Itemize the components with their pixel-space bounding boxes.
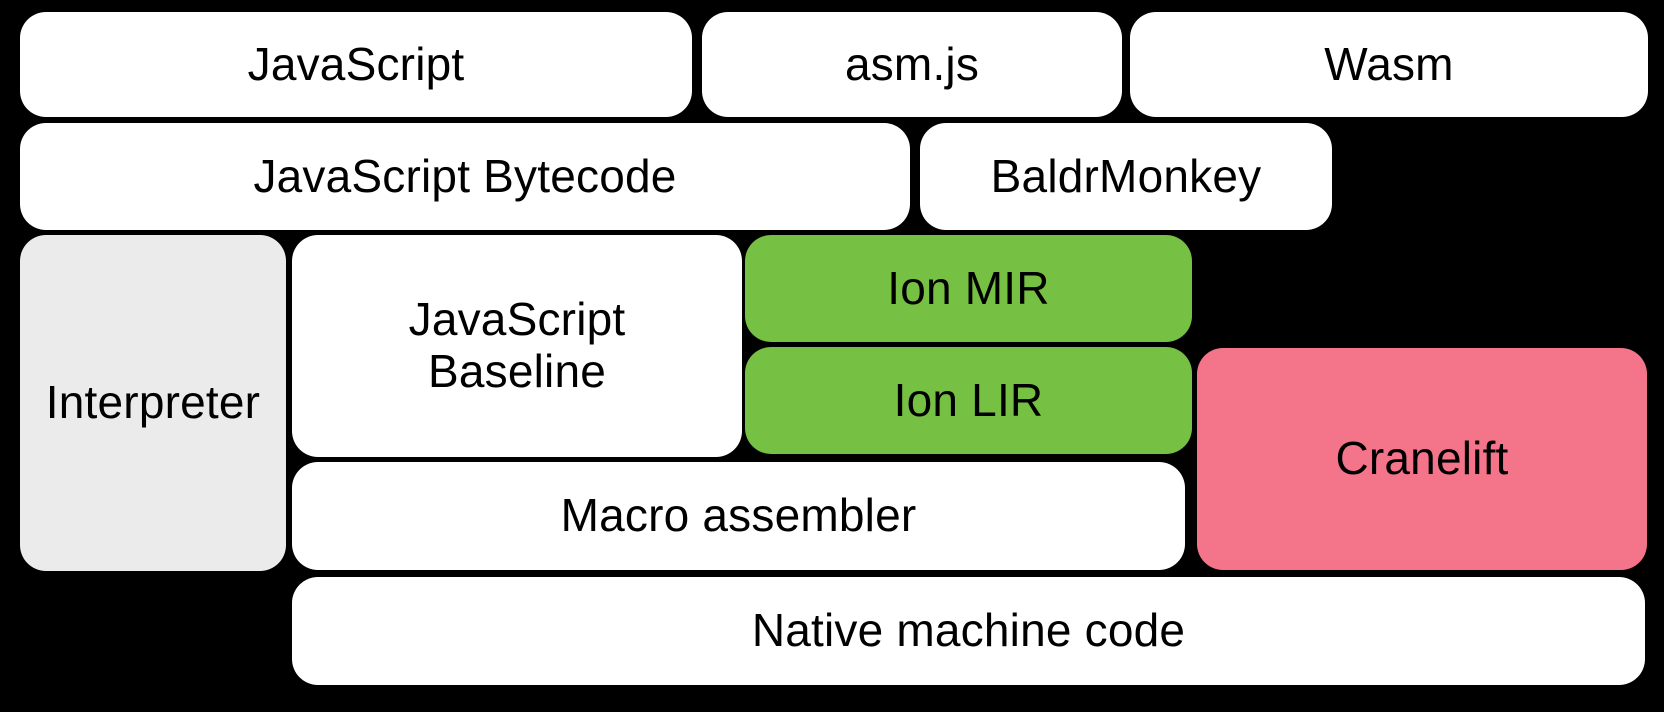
diagram-node-ion-mir: Ion MIR <box>745 235 1192 342</box>
diagram-node-ion-lir: Ion LIR <box>745 347 1192 454</box>
diagram-node-interpreter: Interpreter <box>20 235 286 571</box>
diagram-node-macro-assembler: Macro assembler <box>292 462 1185 570</box>
diagram-node-cranelift: Cranelift <box>1197 348 1647 570</box>
diagram-node-javascript-baseline: JavaScript Baseline <box>292 235 742 457</box>
diagram-node-asmjs: asm.js <box>702 12 1122 117</box>
diagram-node-wasm: Wasm <box>1130 12 1648 117</box>
diagram-node-javascript: JavaScript <box>20 12 692 117</box>
diagram-node-baldrmonkey: BaldrMonkey <box>920 123 1332 230</box>
diagram-node-native-machine-code: Native machine code <box>292 577 1645 685</box>
diagram-node-javascript-bytecode: JavaScript Bytecode <box>20 123 910 230</box>
